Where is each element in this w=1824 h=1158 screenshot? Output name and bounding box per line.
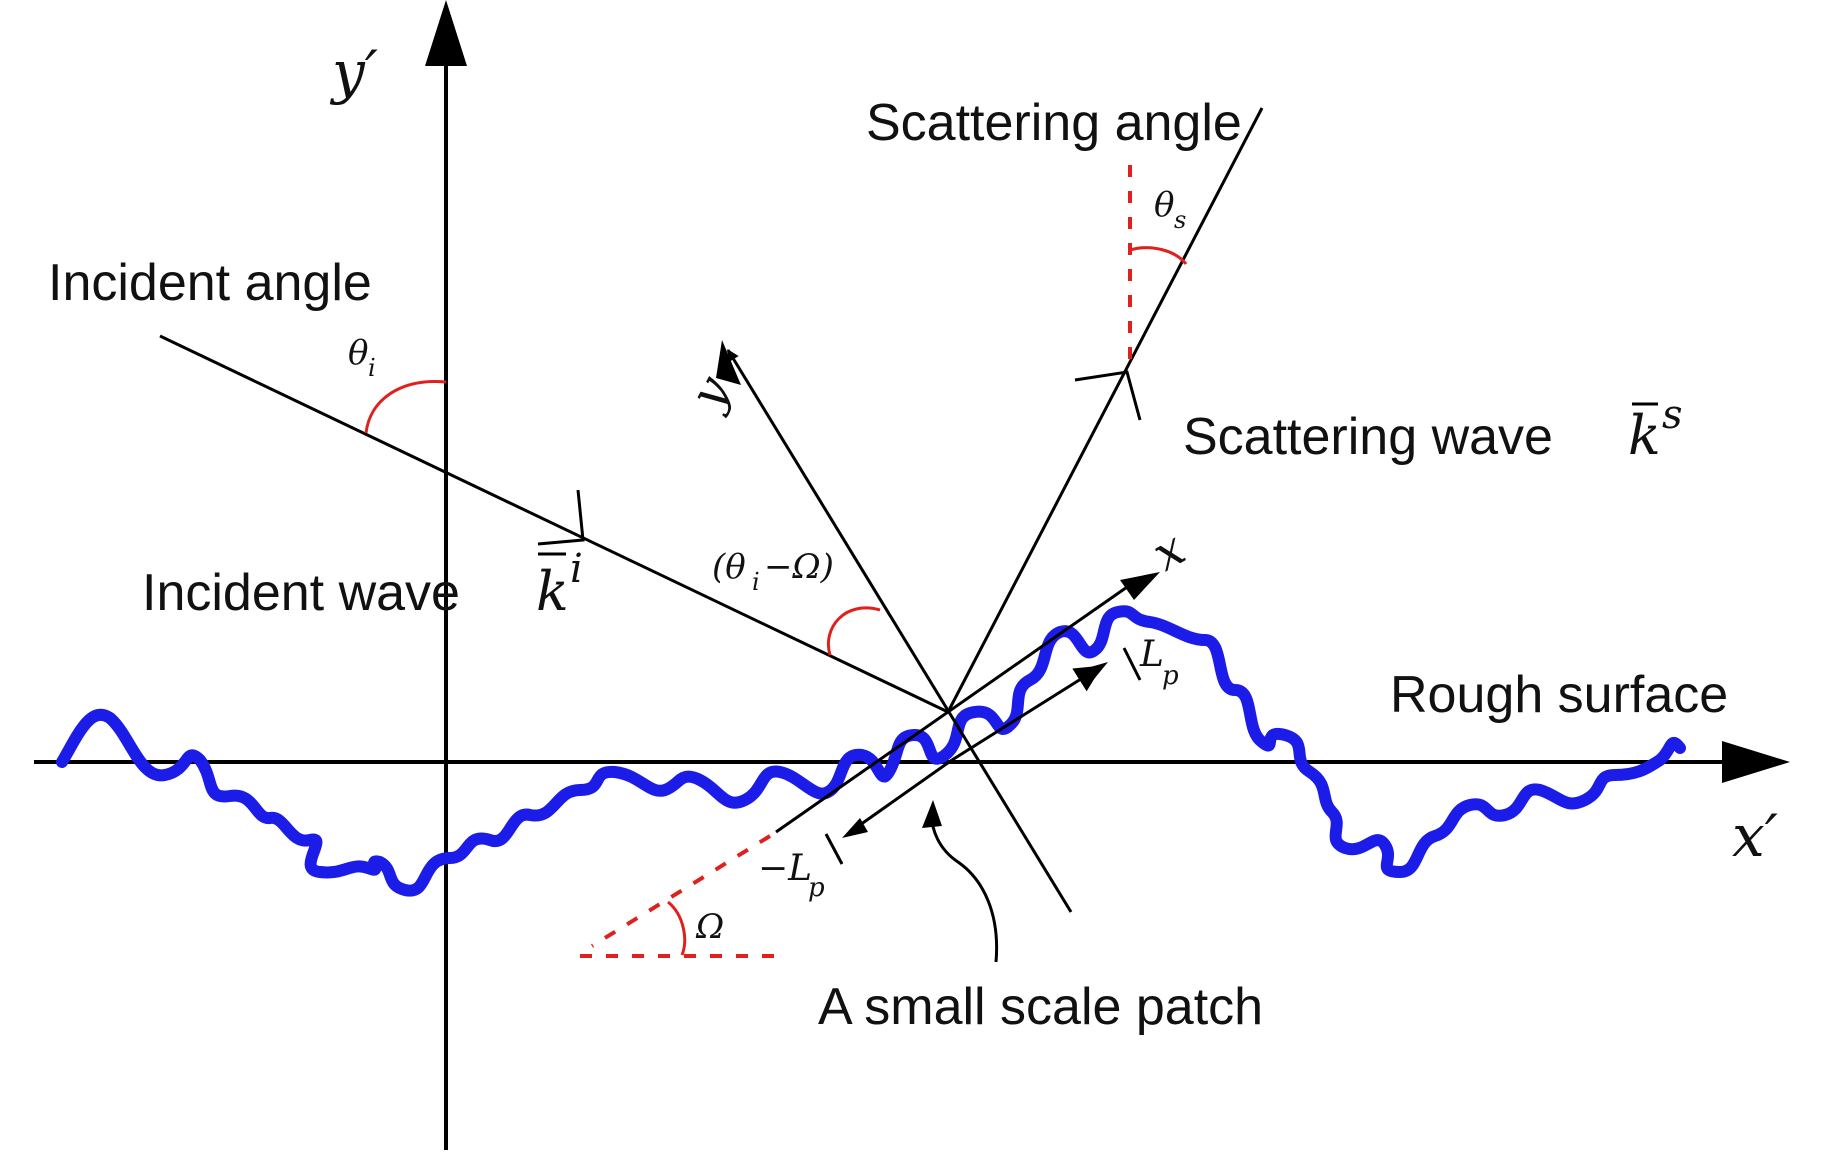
x-local-label: x [1143,520,1194,582]
neg-lp-arrowhead [842,818,868,838]
rough-surface-curve [56,605,1686,897]
lp-arrow-backward [849,758,953,834]
theta-i-symbol: θ [348,333,368,373]
incident-wave-line [159,334,949,714]
incident-wave-label: Incident wave [142,564,460,622]
x-local-axis [775,576,1141,834]
y-local-arrowhead [716,340,741,385]
scattering-wave-direction-marker [1074,370,1142,421]
scattering-wave-line [946,107,1264,713]
theta-i-minus-omega-arc [827,606,881,656]
omega-angle-arc [666,900,687,956]
k-i-symbol: k [536,560,569,623]
neg-lp-tick [824,833,844,865]
theta-i-minus-omega-open: (θ [712,547,746,587]
lp-tick [1122,647,1142,681]
neg-lp-subscript: p [808,873,825,903]
lp-forward-arrowhead [1080,662,1108,684]
theta-i-minus-omega-sub: i [752,568,760,596]
lp-arrow-forward [951,665,1103,762]
neg-lp-symbol: −L [758,848,812,889]
k-s-symbol: k [1628,404,1661,467]
small-patch-pointer [930,809,999,963]
scattering-wave-label: Scattering wave [1183,408,1553,466]
theta-i-subscript: i [368,354,376,382]
omega-symbol: Ω [695,907,724,947]
theta-i-angle-arc [364,380,447,434]
lp-symbol: L [1139,634,1164,675]
k-i-superscript: i [570,546,583,592]
incident-wave-direction-marker [537,489,585,546]
rough-surface-label: Rough surface [1390,666,1728,724]
theta-s-subscript: s [1174,206,1186,234]
x-prime-arrowhead [1722,741,1790,783]
small-patch-pointer-arrowhead [922,800,942,828]
y-prime-arrowhead [425,0,467,66]
k-s-superscript: s [1662,392,1683,438]
y-prime-label: y′ [329,38,378,106]
small-patch-label: A small scale patch [818,978,1263,1036]
theta-s-symbol: θ [1154,185,1174,225]
theta-s-angle-arc [1129,246,1188,265]
scattering-angle-label: Scattering angle [866,94,1242,152]
y-local-axis [726,348,1073,913]
x-local-arrowhead [1120,572,1160,600]
theta-i-minus-omega-rest: −Ω) [764,547,834,587]
omega-reference-dashed-extension [590,834,772,948]
lp-subscript: p [1162,661,1179,691]
incident-angle-label: Incident angle [48,254,372,312]
x-prime-label: x′ [1732,802,1778,870]
